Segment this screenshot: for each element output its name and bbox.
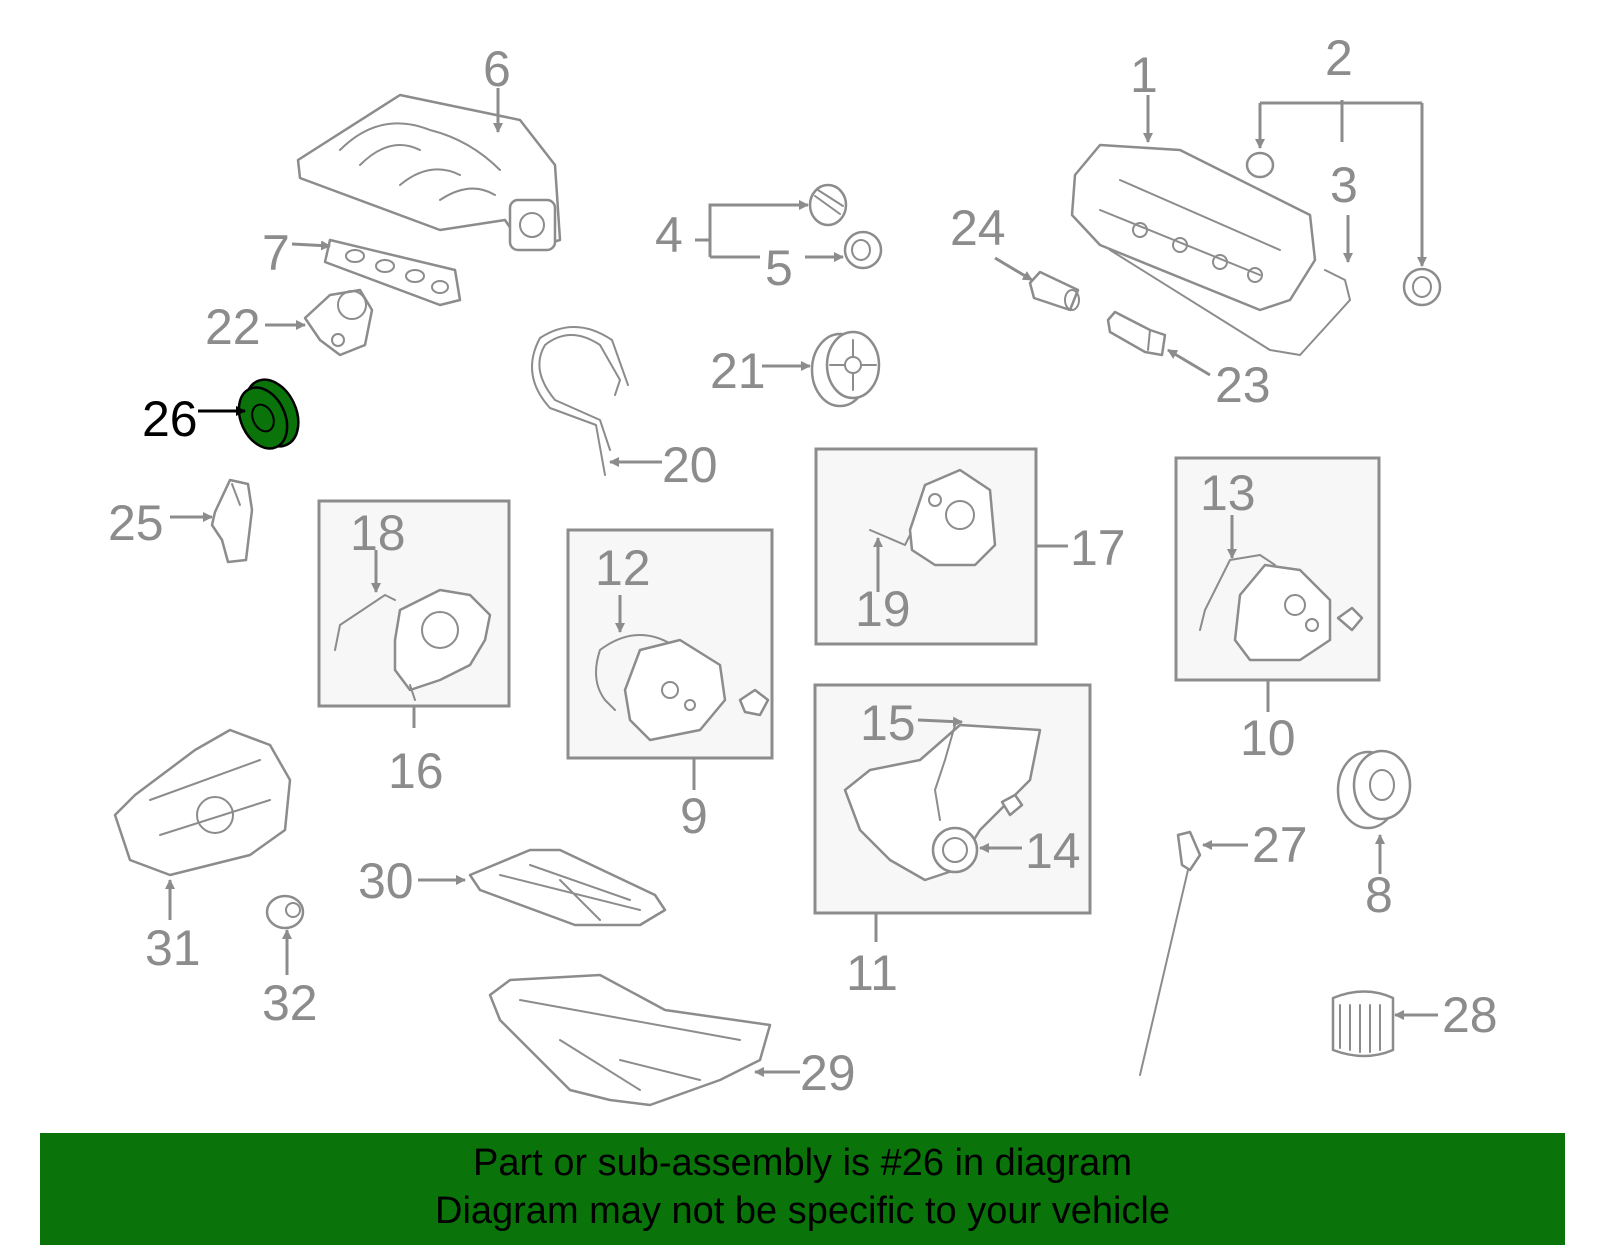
- callout-32[interactable]: 32: [262, 975, 318, 1031]
- callout-labels: 1 2 3 4 5 6 7 8 9 10 11 12 13 14 15 16 1…: [108, 30, 1498, 1101]
- banner-line-2: Diagram may not be specific to your vehi…: [435, 1190, 1170, 1232]
- callout-4[interactable]: 4: [655, 207, 683, 263]
- callout-19[interactable]: 19: [855, 581, 911, 637]
- part-19-gasket[interactable]: [869, 529, 911, 546]
- part-3-gasket[interactable]: [1109, 249, 1351, 356]
- callout-21[interactable]: 21: [710, 343, 766, 399]
- callout-25[interactable]: 25: [108, 495, 164, 551]
- part-10-cover[interactable]: [1233, 563, 1364, 662]
- callout-22[interactable]: 22: [205, 299, 261, 355]
- banner-line-1: Part or sub-assembly is #26 in diagram: [473, 1142, 1132, 1184]
- part-26-pulley[interactable]: [230, 371, 309, 456]
- part-8-crank-pulley[interactable]: [1336, 749, 1412, 830]
- callout-23[interactable]: 23: [1215, 357, 1271, 413]
- callout-13[interactable]: 13: [1200, 465, 1256, 521]
- part-27-dipstick[interactable]: [1139, 830, 1202, 1076]
- part-32-plug[interactable]: [265, 894, 305, 930]
- part-13-gasket[interactable]: [1199, 554, 1276, 631]
- callout-17[interactable]: 17: [1070, 520, 1126, 576]
- callout-1[interactable]: 1: [1130, 47, 1158, 103]
- part-20-timing-belt[interactable]: [531, 326, 629, 476]
- callout-31[interactable]: 31: [145, 920, 201, 976]
- callout-14[interactable]: 14: [1025, 823, 1081, 879]
- callout-20[interactable]: 20: [662, 437, 718, 493]
- callout-15[interactable]: 15: [860, 695, 916, 751]
- part-5-seal[interactable]: [843, 230, 883, 270]
- callout-8[interactable]: 8: [1365, 867, 1393, 923]
- part-7-gasket[interactable]: [323, 238, 462, 307]
- info-banner: Part or sub-assembly is #26 in diagram D…: [40, 1133, 1565, 1245]
- callout-30[interactable]: 30: [358, 853, 414, 909]
- callout-9[interactable]: 9: [680, 788, 708, 844]
- callout-28[interactable]: 28: [1442, 987, 1498, 1043]
- part-30-baffle[interactable]: [468, 848, 667, 927]
- part-6-intake-manifold[interactable]: [296, 93, 562, 252]
- part-23-bolt[interactable]: [1106, 310, 1167, 357]
- callout-3[interactable]: 3: [1330, 157, 1358, 213]
- part-2-grommet[interactable]: [1245, 151, 1442, 307]
- callout-10[interactable]: 10: [1240, 710, 1296, 766]
- part-24-bolt[interactable]: [1028, 270, 1080, 312]
- part-17-cover[interactable]: [908, 468, 997, 567]
- part-1-valve-cover[interactable]: [1070, 143, 1317, 312]
- callout-11[interactable]: 11: [846, 945, 898, 1001]
- part-22-idler[interactable]: [303, 288, 374, 357]
- callout-7[interactable]: 7: [262, 225, 290, 281]
- part-4-cap[interactable]: [808, 183, 848, 227]
- part-31-engine-block[interactable]: [113, 728, 292, 877]
- part-25-sensor[interactable]: [210, 478, 254, 564]
- callout-16[interactable]: 16: [388, 743, 444, 799]
- part-16-cover[interactable]: [393, 588, 492, 701]
- part-21-pulley[interactable]: [810, 330, 881, 408]
- part-29-oil-pan[interactable]: [488, 973, 772, 1107]
- callout-12[interactable]: 12: [595, 540, 651, 596]
- part-9-cover[interactable]: [623, 638, 770, 742]
- callout-24[interactable]: 24: [950, 200, 1006, 256]
- callout-6[interactable]: 6: [483, 41, 511, 97]
- callout-26[interactable]: 26: [142, 391, 198, 447]
- part-18-gasket[interactable]: [334, 594, 396, 651]
- leader-lines: [165, 88, 1438, 1077]
- callout-29[interactable]: 29: [800, 1045, 856, 1101]
- callout-5[interactable]: 5: [765, 240, 793, 296]
- callout-2[interactable]: 2: [1325, 30, 1353, 86]
- callout-18[interactable]: 18: [350, 505, 406, 561]
- callout-27[interactable]: 27: [1252, 817, 1308, 873]
- part-11-timing-cover[interactable]: [843, 723, 1042, 882]
- part-28-oil-filter[interactable]: [1331, 990, 1395, 1058]
